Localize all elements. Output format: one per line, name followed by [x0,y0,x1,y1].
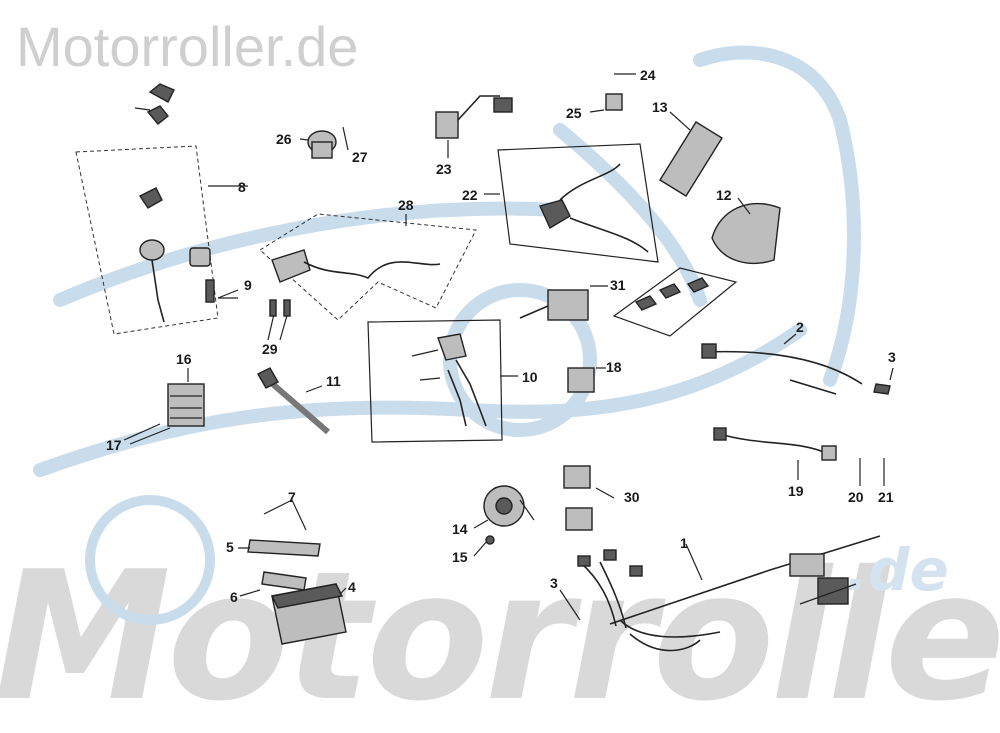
callout-26: 26 [276,131,292,147]
ignition-switch [138,187,211,323]
callout-17: 17 [106,437,122,453]
callout-24: 24 [640,67,656,83]
callout-30: 30 [624,489,640,505]
key-set [134,83,175,125]
callout-22: 22 [462,187,478,203]
part-10 [437,333,487,427]
watermark-bottom: Motorroller [0,533,1000,733]
callout-4: 4 [348,579,356,595]
part-26 [307,130,337,159]
callout-12: 12 [716,187,732,203]
callout-25: 25 [566,105,582,121]
callout-23: 23 [436,161,452,177]
callout-21: 21 [878,489,894,505]
callout-19: 19 [788,483,804,499]
callout-31: 31 [610,277,626,293]
part-22 [539,163,649,253]
callout-28: 28 [398,197,414,213]
callout-1: 1 [680,535,688,551]
callout-2: 2 [796,319,804,335]
callout-3b: 3 [550,575,558,591]
watermark-top: Motorroller.de [16,15,359,78]
callout-5: 5 [226,539,234,555]
callout-13: 13 [652,99,668,115]
callout-16: 16 [176,351,192,367]
part-23 [435,95,513,139]
callout-20: 20 [848,489,864,505]
callout-18: 18 [606,359,622,375]
callout-14: 14 [452,521,468,537]
callout-29: 29 [262,341,278,357]
callout-9: 9 [244,277,252,293]
part-28 [271,249,441,283]
callout-3a: 3 [888,349,896,365]
watermark-bottom-suffix: .de [846,536,949,604]
part-16 [167,383,205,427]
part-31 [519,289,589,321]
callout-labels: 1 2 3 3 4 5 6 7 8 9 10 11 12 13 14 15 16… [106,67,896,605]
callout-11: 11 [326,373,341,389]
callout-6: 6 [230,589,238,605]
battery [270,583,347,645]
callout-8: 8 [238,179,246,195]
small-parts-bag [634,277,710,311]
callout-10: 10 [522,369,538,385]
callout-7: 7 [288,489,296,505]
main-harness [577,535,881,652]
horn [483,485,535,527]
scooter-watermark [33,45,861,625]
callout-27: 27 [352,149,368,165]
callout-15: 15 [452,549,468,565]
